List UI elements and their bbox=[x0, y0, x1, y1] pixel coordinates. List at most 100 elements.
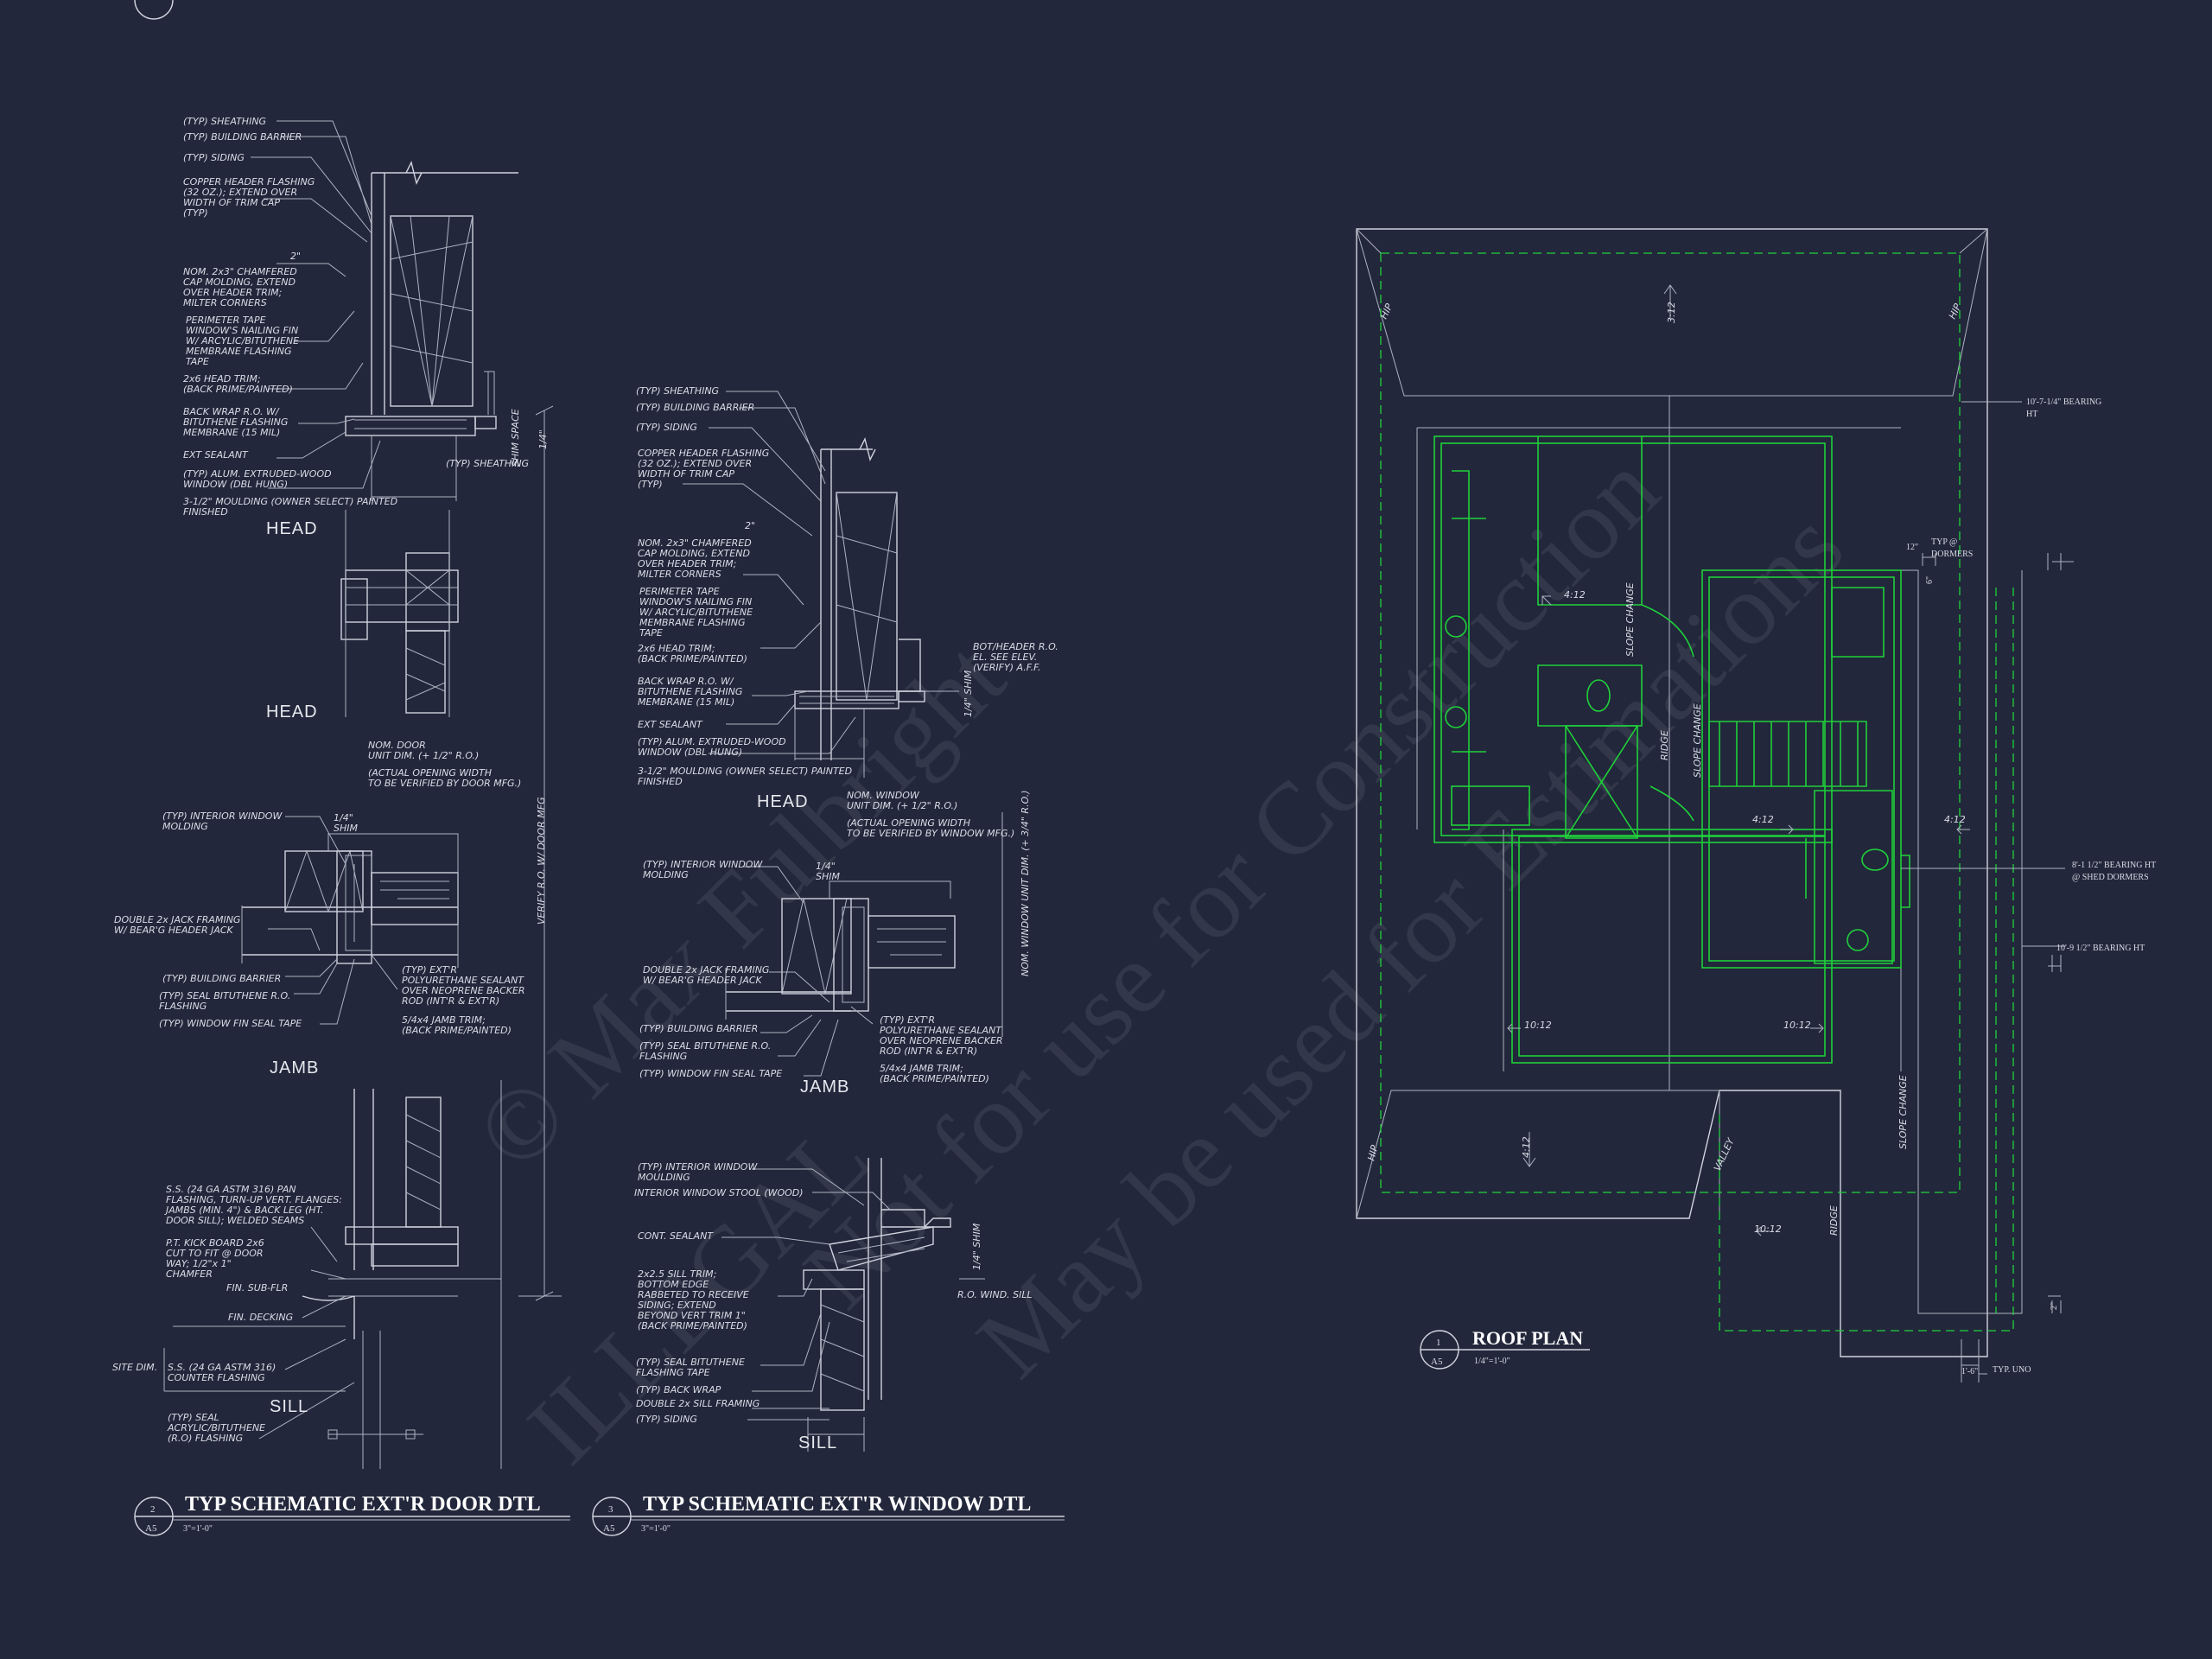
window-callout: (BACK PRIME/PAINTED) bbox=[638, 1320, 747, 1332]
door-detail-number: 2 bbox=[150, 1504, 156, 1515]
window-callout: RABBETED TO RECEIVE bbox=[638, 1289, 749, 1300]
window-callout: POLYURETHANE SEALANT bbox=[880, 1025, 1002, 1036]
window-callout: CAP MOLDING, EXTEND bbox=[638, 548, 750, 559]
window-callout: BOTTOM EDGE bbox=[638, 1279, 709, 1290]
window-callout: 1/4" SHIM bbox=[963, 670, 974, 717]
window-callout: EXT SEALANT bbox=[638, 719, 703, 730]
window-callout: R.O. WIND. SILL bbox=[957, 1289, 1033, 1300]
window-callout: 1/4" SHIM bbox=[971, 1223, 982, 1270]
window-detail-drawing bbox=[683, 391, 1003, 1452]
window-callout: SIDING; EXTEND bbox=[638, 1300, 716, 1311]
door-callout: MEMBRANE FLASHING bbox=[186, 346, 292, 357]
door-callout: NOM. DOOR bbox=[368, 740, 426, 751]
door-callout: CAP MOLDING, EXTEND bbox=[183, 276, 296, 288]
window-callout: W/ ARCYLIC/BITUTHENE bbox=[639, 607, 753, 618]
window-callout: MOLDING bbox=[643, 869, 689, 880]
door-callout: BACK WRAP R.O. W/ bbox=[183, 406, 280, 417]
roof-plan-drawing bbox=[1356, 228, 2074, 1382]
window-detail-title: TYP SCHEMATIC EXT'R WINDOW DTL bbox=[643, 1493, 1031, 1516]
window-callout: (BACK PRIME/PAINTED) bbox=[638, 653, 747, 664]
window-callout: BACK WRAP R.O. W/ bbox=[638, 676, 734, 687]
door-callout: (TYP) SIDING bbox=[183, 152, 245, 163]
roof-plan-sheet: A5 bbox=[1431, 1357, 1443, 1367]
window-callout: (TYP) ALUM. EXTRUDED-WOOD bbox=[638, 736, 786, 747]
door-callout: (32 OZ.); EXTEND OVER bbox=[183, 187, 297, 198]
door-callout: PERIMETER TAPE bbox=[186, 315, 266, 326]
hip-label: HIP bbox=[1947, 302, 1964, 321]
door-section-jamb: JAMB bbox=[270, 1058, 319, 1077]
bearing-note: 12" bbox=[1906, 543, 1918, 552]
pitch-label: 4:12 bbox=[1752, 814, 1774, 825]
door-callout: FIN. SUB-FLR bbox=[226, 1282, 288, 1294]
window-callout: 5/4x4 JAMB TRIM; bbox=[880, 1063, 963, 1074]
door-detail-title: TYP SCHEMATIC EXT'R DOOR DTL bbox=[185, 1493, 541, 1516]
window-callout: COPPER HEADER FLASHING bbox=[638, 448, 769, 459]
door-callout: FINISHED bbox=[183, 506, 228, 518]
window-callout: (ACTUAL OPENING WIDTH bbox=[847, 817, 970, 829]
door-callout: WAY; 1/2"x 1" bbox=[166, 1258, 232, 1269]
door-callout: MOLDING bbox=[162, 821, 208, 832]
window-callout: BEYOND VERT TRIM 1" bbox=[638, 1310, 746, 1321]
door-callout: 1/4" bbox=[537, 429, 549, 449]
bearing-note: HT bbox=[2026, 410, 2037, 419]
window-detail-labels: (TYP) SHEATHING (TYP) BUILDING BARRIER (… bbox=[603, 385, 1058, 1534]
window-callout: MEMBRANE (15 MIL) bbox=[638, 696, 734, 708]
door-callout: SITE DIM. bbox=[112, 1362, 157, 1373]
door-callout: FLASHING bbox=[159, 1001, 207, 1012]
window-callout: (TYP) EXT'R bbox=[880, 1014, 935, 1026]
door-callout: 2" bbox=[290, 251, 301, 262]
window-callout: WINDOW'S NAILING FIN bbox=[639, 596, 752, 607]
door-callout: COUNTER FLASHING bbox=[168, 1372, 265, 1383]
door-callout: (TYP) bbox=[183, 207, 208, 219]
window-callout: (TYP) BUILDING BARRIER bbox=[636, 402, 754, 413]
door-title-block bbox=[134, 0, 570, 1536]
door-callout: FIN. DECKING bbox=[228, 1312, 293, 1323]
window-callout: (TYP) INTERIOR WINDOW bbox=[638, 1161, 758, 1173]
window-callout: WINDOW (DBL HUNG) bbox=[638, 747, 742, 758]
window-callout: MOULDING bbox=[638, 1172, 690, 1183]
window-callout: MILTER CORNERS bbox=[638, 569, 721, 580]
bearing-note: TYP. UNO bbox=[1993, 1365, 2031, 1375]
window-callout: NOM. 2x3" CHAMFERED bbox=[638, 537, 752, 549]
door-callout: FLASHING, TURN-UP VERT. FLANGES: bbox=[166, 1194, 342, 1205]
door-callout: CHAMFER bbox=[166, 1268, 213, 1280]
door-callout: DOUBLE 2x JACK FRAMING bbox=[114, 914, 240, 925]
window-callout: WIDTH OF TRIM CAP bbox=[638, 468, 734, 480]
window-callout: UNIT DIM. (+ 1/2" R.O.) bbox=[847, 800, 957, 811]
bearing-note: 2" bbox=[2050, 1302, 2059, 1310]
door-callout: TO BE VERIFIED BY DOOR MFG.) bbox=[368, 778, 521, 789]
bearing-note: 10'-9 1/2" BEARING HT bbox=[2056, 944, 2145, 953]
door-callout: 2x6 HEAD TRIM; bbox=[183, 373, 261, 385]
door-section-head: HEAD bbox=[266, 519, 318, 538]
roof-title-block bbox=[1420, 1330, 1590, 1370]
window-callout: BITUTHENE FLASHING bbox=[638, 686, 742, 697]
window-callout: (TYP) SIDING bbox=[636, 422, 697, 433]
pitch-label: 10:12 bbox=[1754, 1224, 1782, 1235]
window-detail-scale: 3"=1'-0" bbox=[641, 1524, 671, 1534]
door-detail-scale: 3"=1'-0" bbox=[183, 1524, 213, 1534]
roof-plan-labels: HIP HIP HIP 3:12 4:12 4:12 4:12 4:12 10:… bbox=[1365, 302, 2156, 1376]
window-detail-number: 3 bbox=[608, 1504, 613, 1515]
window-callout: (TYP) SEAL BITUTHENE bbox=[636, 1357, 745, 1368]
door-detail-drawing bbox=[163, 120, 562, 1469]
window-callout: (TYP) BACK WRAP bbox=[636, 1384, 721, 1395]
door-callout: UNIT DIM. (+ 1/2" R.O.) bbox=[368, 750, 479, 761]
pitch-label: 10:12 bbox=[1783, 1020, 1811, 1031]
door-callout: MEMBRANE (15 MIL) bbox=[183, 427, 280, 438]
door-callout: TAPE bbox=[186, 356, 209, 367]
door-callout: EXT SEALANT bbox=[183, 449, 249, 461]
door-callout: ACRYLIC/BITUTHENE bbox=[167, 1422, 265, 1433]
door-callout: (BACK PRIME/PAINTED) bbox=[402, 1025, 512, 1036]
window-section-jamb: JAMB bbox=[800, 1077, 849, 1096]
window-callout: CONT. SEALANT bbox=[638, 1230, 714, 1242]
window-callout: DOUBLE 2x JACK FRAMING bbox=[643, 964, 769, 976]
window-callout: ROD (INT'R & EXT'R) bbox=[880, 1046, 977, 1057]
door-callout: COPPER HEADER FLASHING bbox=[183, 176, 315, 188]
window-section-head: HEAD bbox=[757, 792, 809, 811]
window-detail-sheet: A5 bbox=[603, 1523, 615, 1534]
window-callout: OVER NEOPRENE BACKER bbox=[880, 1035, 1003, 1046]
ridge-label: RIDGE bbox=[1828, 1205, 1840, 1236]
door-callout: (TYP) SHEATHING bbox=[446, 458, 529, 469]
window-callout: FLASHING bbox=[639, 1051, 687, 1062]
